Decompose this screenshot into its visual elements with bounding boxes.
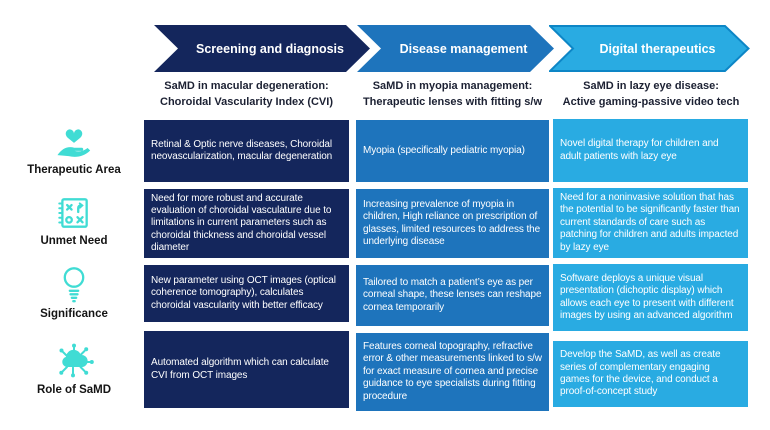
connected-cloud-icon	[59, 343, 94, 378]
column-screening-and-diagnosis: Retinal & Optic nerve diseases, Choroida…	[144, 120, 349, 408]
column-digital-therapeutics: Novel digital therapy for children and a…	[553, 119, 748, 407]
cell-role-of-samd-disease-management: Features corneal topography, refractive …	[356, 333, 549, 411]
row-header-label: Significance	[40, 308, 108, 320]
column-disease-management: Myopia (specifically pediatric myopia) I…	[356, 120, 549, 411]
stage-arrow-label: Disease management	[399, 41, 528, 56]
stage-subtitle-digital-therapeutics: SaMD in lazy eye disease: Active gaming-…	[548, 79, 754, 111]
stage-subtitle-screening: SaMD in macular degeneration: Choroidal …	[142, 79, 351, 111]
row-header-label: Role of SaMD	[36, 384, 112, 396]
row-header-unmet-need: Unmet Need	[8, 194, 140, 247]
stage-arrow-digital-therapeutics: Digital therapeutics	[549, 25, 750, 72]
stage-arrow-label: Digital therapeutics	[599, 41, 716, 56]
subtitle-line: SaMD in myopia management:	[372, 80, 533, 92]
subtitle-line: SaMD in lazy eye disease:	[583, 80, 719, 92]
chevron-arrow-icon	[357, 25, 554, 72]
stage-arrow-label: Screening and diagnosis	[196, 41, 344, 56]
cell-role-of-samd-digital-therapeutics: Develop the SaMD, as well as create seri…	[553, 341, 748, 407]
stage-arrow-screening: Screening and diagnosis	[154, 25, 370, 72]
subtitle-line: Active gaming-passive video tech	[562, 95, 740, 108]
stage-subtitle-disease-management: SaMD in myopia management: Therapeutic l…	[350, 79, 555, 111]
subtitle-line: SaMD in macular degeneration:	[164, 80, 329, 92]
chevron-arrow-icon	[154, 25, 370, 72]
cell-significance-disease-management: Tailored to match a patient’s eye as per…	[356, 265, 549, 326]
row-header-significance: Significance	[8, 264, 140, 320]
row-header-label: Therapeutic Area	[27, 164, 121, 176]
cell-unmet-need-screening: Need for more robust and accurate evalua…	[144, 189, 349, 258]
chevron-arrow-icon	[549, 25, 750, 72]
cell-significance-screening: New parameter using OCT images (optical …	[144, 265, 349, 322]
row-header-label: Unmet Need	[40, 235, 108, 247]
subtitle-line: Choroidal Vascularity Index (CVI)	[160, 95, 333, 108]
cell-significance-digital-therapeutics: Software deploys a unique visual present…	[553, 264, 748, 331]
hand-heart-icon	[57, 129, 91, 157]
lightbulb-icon	[63, 267, 85, 303]
cell-therapeutic-area-disease-management: Myopia (specifically pediatric myopia)	[356, 120, 549, 182]
subtitle-line: Therapeutic lenses with fitting s/w	[362, 95, 543, 108]
cell-unmet-need-digital-therapeutics: Need for a noninvasive solution that has…	[553, 188, 748, 258]
row-header-therapeutic-area: Therapeutic Area	[8, 124, 140, 176]
strategy-board-icon	[58, 198, 88, 228]
row-header-role-of-samd: Role of SaMD	[8, 340, 140, 396]
cell-unmet-need-disease-management: Increasing prevalence of myopia in child…	[356, 189, 549, 258]
cell-therapeutic-area-digital-therapeutics: Novel digital therapy for children and a…	[553, 119, 748, 182]
cell-therapeutic-area-screening: Retinal & Optic nerve diseases, Choroida…	[144, 120, 349, 182]
cell-role-of-samd-screening: Automated algorithm which can calculate …	[144, 331, 349, 408]
stage-arrow-disease-management: Disease management	[357, 25, 554, 72]
